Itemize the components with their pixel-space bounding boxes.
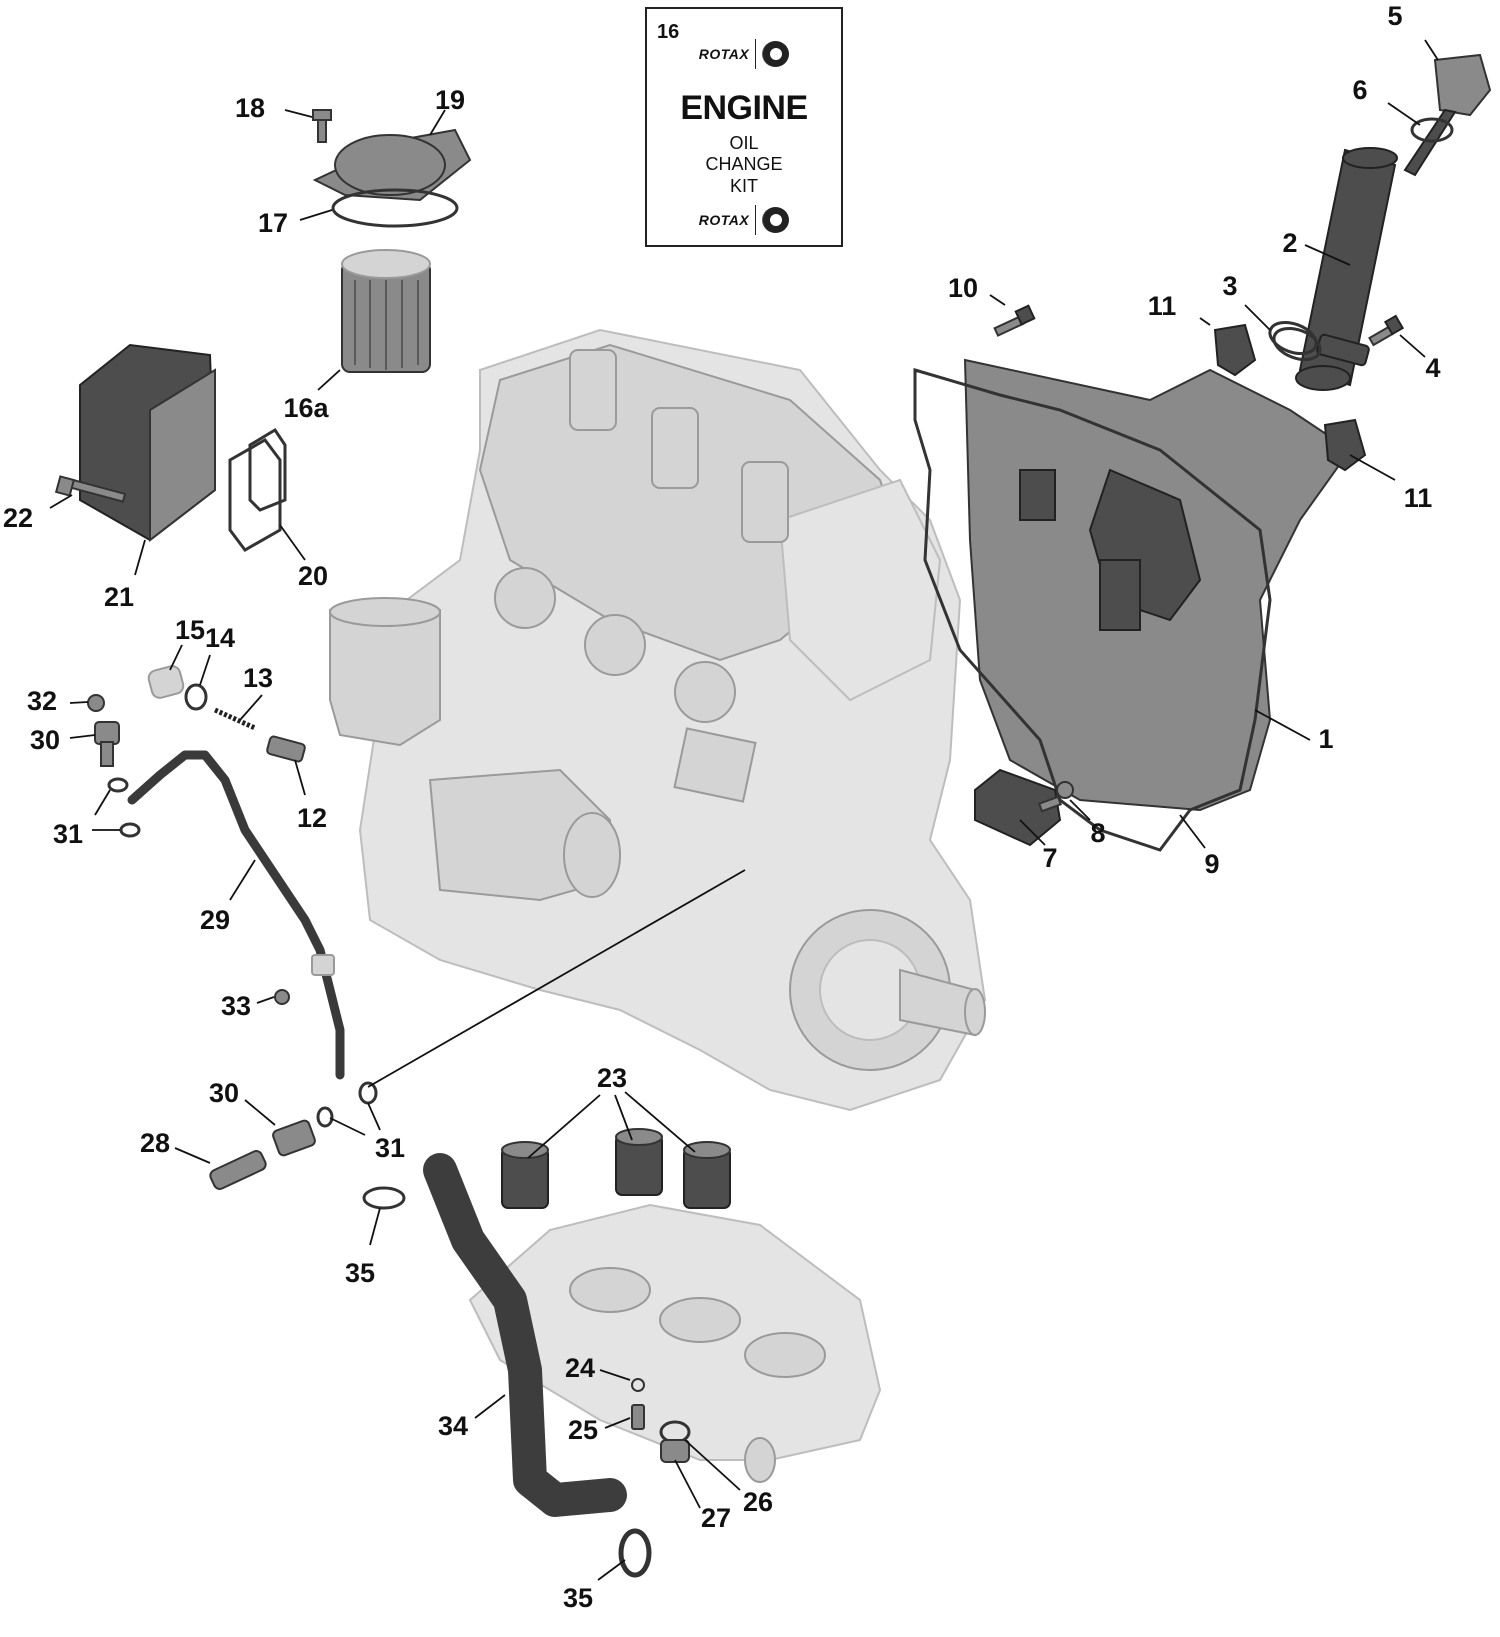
part-35-clamp-top <box>362 1186 406 1210</box>
part-29-clamp <box>311 954 335 976</box>
callout-6: 6 <box>1352 75 1367 105</box>
part-34-suction-hose <box>423 1153 627 1517</box>
part-2-dipstick-tube <box>1295 147 1398 391</box>
part-21-heat-exchanger <box>79 343 217 543</box>
callout-5: 5 <box>1387 1 1402 31</box>
part-28-drain-plug <box>209 1150 267 1190</box>
part-11-grommet-right <box>1323 418 1367 472</box>
kit-title: ENGINE <box>680 89 808 127</box>
callout-24: 24 <box>565 1353 595 1383</box>
callout-1: 1 <box>1318 724 1333 754</box>
part-31-washer-b <box>119 822 141 838</box>
part-18-screw <box>312 109 332 143</box>
callout-22: 22 <box>3 503 33 533</box>
part-9-gasket <box>913 367 1272 852</box>
callout-11-top: 11 <box>1148 291 1177 321</box>
callout-20: 20 <box>298 561 328 591</box>
callout-30-bottom: 30 <box>209 1078 239 1108</box>
kit-brand-bottom: ROTAX <box>698 212 750 228</box>
part-5-dipstick-cap <box>1403 53 1492 177</box>
oil-pan <box>468 1203 882 1483</box>
callout-33: 33 <box>221 991 251 1021</box>
kit-line-1: OIL <box>729 133 759 153</box>
part-17-o-ring <box>331 188 459 228</box>
callout-8: 8 <box>1090 818 1105 848</box>
callout-15: 15 <box>175 615 205 645</box>
leader-lines <box>49 39 1439 1581</box>
callout-7: 7 <box>1042 843 1057 873</box>
callout-35-bottom: 35 <box>563 1583 593 1613</box>
part-30-fitting-bottom <box>272 1119 316 1157</box>
part-29-oil-line <box>127 750 345 1080</box>
part-32-cap <box>87 694 105 712</box>
callout-25: 25 <box>568 1415 598 1445</box>
callout-10: 10 <box>948 273 978 303</box>
brp-logo-icon <box>762 41 790 67</box>
callout-21: 21 <box>104 582 134 612</box>
callout-11-right: 11 <box>1404 483 1433 513</box>
callout-23: 23 <box>597 1063 627 1093</box>
part-35-clamp-bottom <box>618 1528 652 1578</box>
part-20-gaskets <box>228 427 287 552</box>
part-7-sensor <box>974 768 1062 847</box>
brp-logo-icon <box>762 207 790 233</box>
callout-12: 12 <box>297 803 327 833</box>
part-19-filter-cover <box>312 128 472 202</box>
part-11-grommet-top <box>1213 323 1257 377</box>
callout-34: 34 <box>438 1411 468 1441</box>
kit-callout-number: 16 <box>657 21 680 43</box>
engine-block <box>329 328 987 1112</box>
callout-4: 4 <box>1425 353 1440 383</box>
callout-16a: 16a <box>283 393 329 423</box>
part-23-strainer-2 <box>615 1128 663 1196</box>
callout-2: 2 <box>1282 228 1297 258</box>
callout-28: 28 <box>140 1128 170 1158</box>
callout-18: 18 <box>235 93 265 123</box>
part-10-screw <box>993 304 1036 337</box>
part-4-screw <box>1368 314 1405 347</box>
kit-brand-top: ROTAX <box>698 46 750 62</box>
callout-9: 9 <box>1204 849 1219 879</box>
part-3-seal-ring <box>1268 320 1322 362</box>
part-6-o-ring <box>1410 117 1454 143</box>
part-8-screw <box>1037 781 1074 813</box>
part-33-nut <box>274 989 290 1005</box>
kit-line-3: KIT <box>729 176 758 196</box>
part-24-washer <box>631 1378 645 1392</box>
part-31-washer-a <box>107 777 129 793</box>
part-31-washer-c <box>316 1106 334 1128</box>
part-16a-oil-filter <box>341 249 431 373</box>
part-27-plug <box>660 1439 690 1463</box>
callout-17: 17 <box>258 208 288 238</box>
kit-line-2: CHANGE <box>705 154 783 174</box>
callout-27: 27 <box>701 1503 731 1533</box>
part-23-strainer-3 <box>683 1141 731 1209</box>
callout-3: 3 <box>1222 271 1237 301</box>
callout-26: 26 <box>743 1487 773 1517</box>
part-14-o-ring <box>184 683 208 711</box>
part-22-bolt <box>54 475 127 503</box>
callout-31-left: 31 <box>53 819 83 849</box>
callout-13: 13 <box>243 663 273 693</box>
part-15-plug <box>147 665 185 699</box>
kit-brand-row-bottom: ROTAX <box>647 205 841 235</box>
callout-labels: 1 2 3 4 5 6 7 8 9 10 11 11 12 13 14 15 1… <box>3 1 1441 1613</box>
part-1-oil-tank <box>963 358 1352 812</box>
callout-19: 19 <box>435 85 465 115</box>
callout-29: 29 <box>200 905 230 935</box>
oil-change-kit-box: 16 ROTAX ENGINE OIL CHANGE KIT ROTAX <box>645 7 843 247</box>
callout-14: 14 <box>205 623 235 653</box>
part-13-spring <box>213 707 257 731</box>
part-25-screw <box>631 1404 645 1430</box>
kit-brand-row-top: ROTAX <box>647 39 841 69</box>
part-30-fitting-top <box>94 721 120 767</box>
callout-30-top: 30 <box>30 725 60 755</box>
callout-35-top: 35 <box>345 1258 375 1288</box>
part-23-strainer-1 <box>501 1141 549 1209</box>
part-12-valve <box>266 735 306 763</box>
callout-31-bottom: 31 <box>375 1133 405 1163</box>
callout-32: 32 <box>27 686 57 716</box>
